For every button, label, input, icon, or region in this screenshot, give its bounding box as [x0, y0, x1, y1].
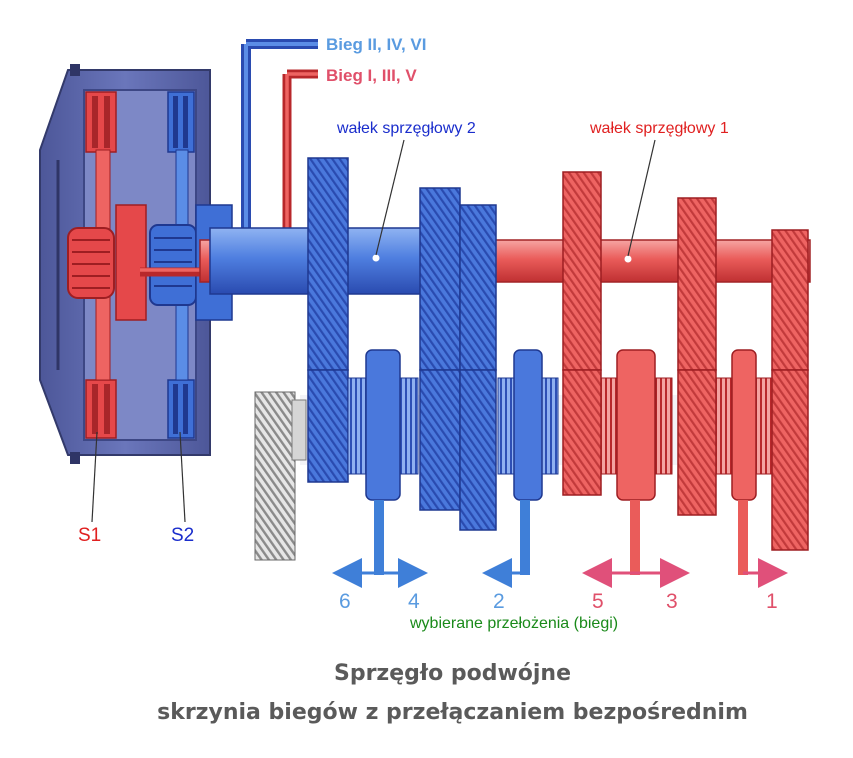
- leader-lines: [91, 139, 656, 523]
- gear-label-2: 2: [493, 590, 505, 613]
- output-gears-red: [562, 349, 809, 575]
- gear-label-6: 6: [339, 590, 351, 613]
- drive-gears-blue: [307, 157, 497, 371]
- shaft1-label: wałek sprzęgłowy 1: [590, 120, 729, 137]
- shaft2-label: wałek sprzęgłowy 2: [337, 120, 476, 137]
- legend-blue-label: Bieg II, IV, VI: [326, 35, 427, 54]
- clutch-s2-label: S2: [171, 525, 195, 546]
- clutch-s1-label: S1: [78, 525, 102, 546]
- shaft1-marker-dot: [624, 255, 632, 263]
- title-line-1: Sprzęgło podwójne: [333, 661, 572, 686]
- output-gears-blue: [307, 349, 559, 575]
- shaft2-marker-dot: [372, 254, 380, 262]
- drive-gears-red: [562, 171, 809, 371]
- gear-label-3: 3: [666, 590, 678, 613]
- idler-gear: [254, 391, 307, 561]
- clutch-s1: [67, 91, 147, 439]
- gear-selection-label: wybierane przełożenia (biegi): [410, 615, 619, 632]
- gear-label-4: 4: [408, 590, 420, 613]
- gear-label-1: 1: [766, 590, 778, 613]
- title-line-2: skrzynia biegów z przełączaniem bezpośre…: [157, 700, 748, 725]
- clutch-s2: [149, 91, 233, 439]
- legend-red-label: Bieg I, III, V: [326, 66, 417, 85]
- gear-label-5: 5: [592, 590, 604, 613]
